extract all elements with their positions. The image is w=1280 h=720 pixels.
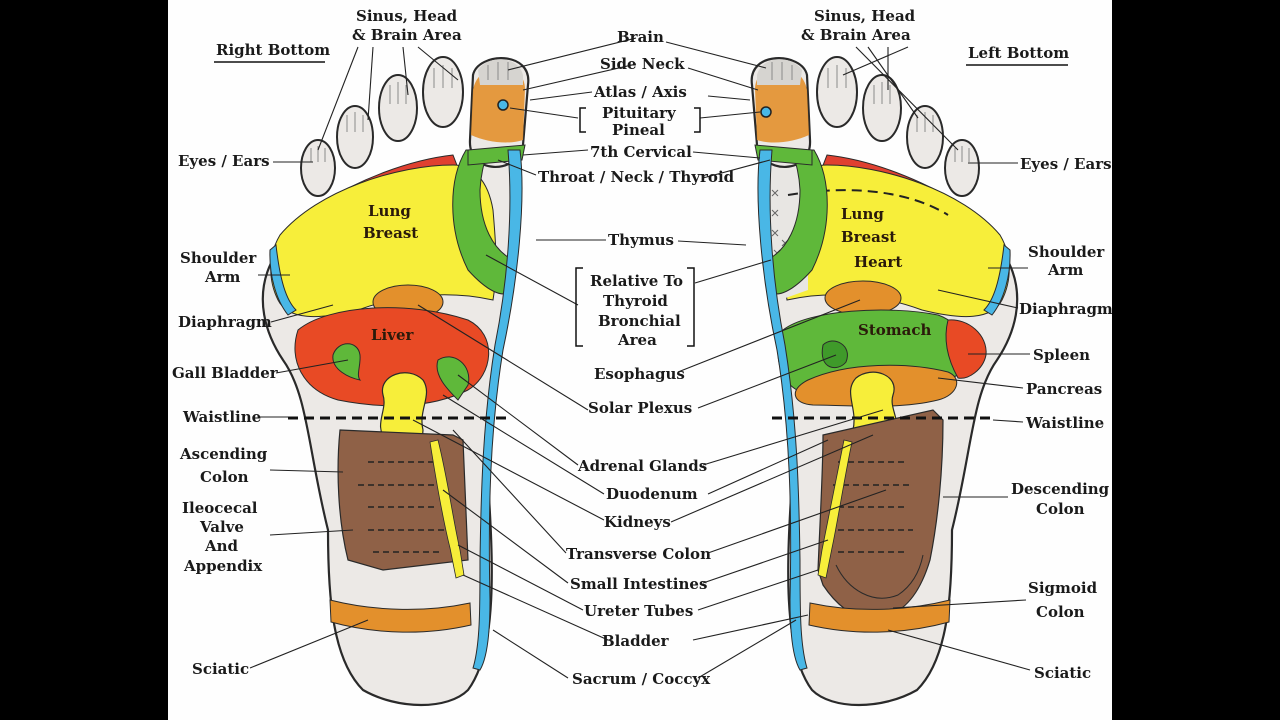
header-right-bottom: Right Bottom [216, 41, 330, 59]
left-ureter [817, 439, 853, 579]
label-l-desc-1: Descending [1011, 480, 1110, 498]
right-gallbladder [332, 343, 362, 381]
label-l-waistline: Waistline [1025, 414, 1104, 432]
left-brain-zone [755, 66, 809, 143]
label-relative-1: Relative To [590, 272, 683, 290]
label-r-sciatic: Sciatic [192, 660, 249, 678]
label-r-ileo-3: And [204, 537, 239, 555]
right-adrenal [436, 356, 470, 401]
right-brain-top [478, 59, 523, 85]
foot-diagram: Lung Breast Liver Lung Breast Heart Stom… [172, 7, 1112, 706]
left-sciatic-band [808, 599, 951, 633]
label-l-pancreas: Pancreas [1026, 380, 1102, 398]
label-transverse: Transverse Colon [566, 545, 711, 563]
label-small-int: Small Intestines [570, 575, 707, 593]
left-toe-3 [862, 74, 902, 142]
label-r-eyes: Eyes / Ears [178, 152, 270, 170]
zone-label-r-lung: Lung [368, 202, 411, 220]
label-ureter: Ureter Tubes [584, 602, 693, 620]
right-toe-hatch [310, 62, 509, 162]
left-brain-top [757, 59, 802, 85]
left-pituitary-dot [760, 106, 772, 118]
right-toe-5 [300, 139, 336, 197]
label-pineal: Pineal [612, 121, 665, 139]
label-r-asc-2: Colon [200, 468, 249, 486]
left-adrenal [821, 340, 848, 369]
reflexology-chart: Lung Breast Liver Lung Breast Heart Stom… [168, 0, 1112, 720]
label-r-ileo-2: Valve [199, 518, 244, 536]
right-liver-zone [294, 307, 490, 407]
label-sacrum: Sacrum / Coccyx [572, 670, 711, 688]
right-toe-2 [422, 56, 464, 128]
right-sciatic-band [329, 599, 472, 633]
label-duodenum: Duodenum [606, 485, 698, 503]
label-l-sig-1: Sigmoid [1028, 579, 1098, 597]
label-pituitary: Pituitary [602, 104, 677, 122]
leader-lines [249, 37, 1031, 679]
label-l-arm: Arm [1047, 261, 1084, 279]
label-bladder: Bladder [602, 632, 670, 650]
left-toe-4 [906, 105, 944, 169]
label-esophagus: Esophagus [594, 365, 685, 383]
label-relative-3: Bronchial [598, 312, 681, 330]
zone-label-l-breast: Breast [841, 228, 896, 246]
header-left-bottom: Left Bottom [968, 44, 1069, 62]
label-atlas-axis: Atlas / Axis [593, 83, 687, 101]
right-spine-strip [472, 149, 523, 671]
label-r-sinus-2: & Brain Area [352, 26, 462, 44]
label-r-ileo-1: Ileocecal [182, 499, 258, 517]
label-l-eyes: Eyes / Ears [1020, 155, 1112, 173]
label-solar-plexus: Solar Plexus [588, 399, 692, 417]
label-r-asc-1: Ascending [179, 445, 268, 463]
label-r-shoulder: Shoulder [180, 249, 257, 267]
right-ureter [429, 439, 465, 579]
right-toe-4 [336, 105, 374, 169]
label-r-diaphragm: Diaphragm [178, 313, 272, 331]
label-l-sciatic: Sciatic [1034, 664, 1091, 682]
right-intestine-dashes [358, 461, 448, 553]
right-kidney [380, 372, 428, 450]
label-r-sinus-1: Sinus, Head [356, 7, 458, 25]
label-throat: Throat / Neck / Thyroid [538, 168, 735, 186]
label-l-sinus-1: Sinus, Head [814, 7, 916, 25]
label-cervical: 7th Cervical [590, 143, 692, 161]
label-thymus: Thymus [608, 231, 674, 249]
right-pituitary-dot [497, 99, 509, 111]
pineal-brackets [575, 107, 701, 347]
label-l-sinus-2: & Brain Area [801, 26, 911, 44]
left-spine-strip [757, 149, 808, 671]
label-brain: Brain [617, 28, 664, 46]
zone-label-l-lung: Lung [841, 205, 884, 223]
zone-label-r-breast: Breast [363, 224, 418, 242]
zone-label-l-heart: Heart [854, 253, 902, 271]
label-relative-4: Area [617, 331, 657, 349]
left-toe-hatch [771, 62, 970, 162]
label-side-neck: Side Neck [600, 55, 685, 73]
left-spleen-zone [945, 319, 987, 379]
label-l-desc-2: Colon [1036, 500, 1085, 518]
zone-label-l-stomach: Stomach [858, 321, 931, 339]
label-l-spleen: Spleen [1033, 346, 1090, 364]
label-l-sig-2: Colon [1036, 603, 1085, 621]
label-kidneys: Kidneys [604, 513, 671, 531]
left-intestine-dashes [833, 461, 913, 553]
label-r-gall: Gall Bladder [172, 364, 279, 382]
right-foot [261, 56, 530, 706]
label-adrenal: Adrenal Glands [577, 457, 707, 475]
label-r-waistline: Waistline [182, 408, 261, 426]
zone-label-r-liver: Liver [371, 326, 415, 344]
label-l-diaphragm: Diaphragm [1019, 300, 1112, 318]
label-relative-2: Thyroid [603, 292, 668, 310]
left-foot [750, 56, 1019, 706]
label-l-shoulder: Shoulder [1028, 243, 1105, 261]
label-r-arm: Arm [204, 268, 241, 286]
left-toe-2 [816, 56, 858, 128]
left-spine-strip-2 [983, 244, 1011, 316]
left-toe-5 [944, 139, 980, 197]
label-r-ileo-4: Appendix [183, 557, 263, 575]
left-sigmoid-inner [835, 554, 924, 599]
